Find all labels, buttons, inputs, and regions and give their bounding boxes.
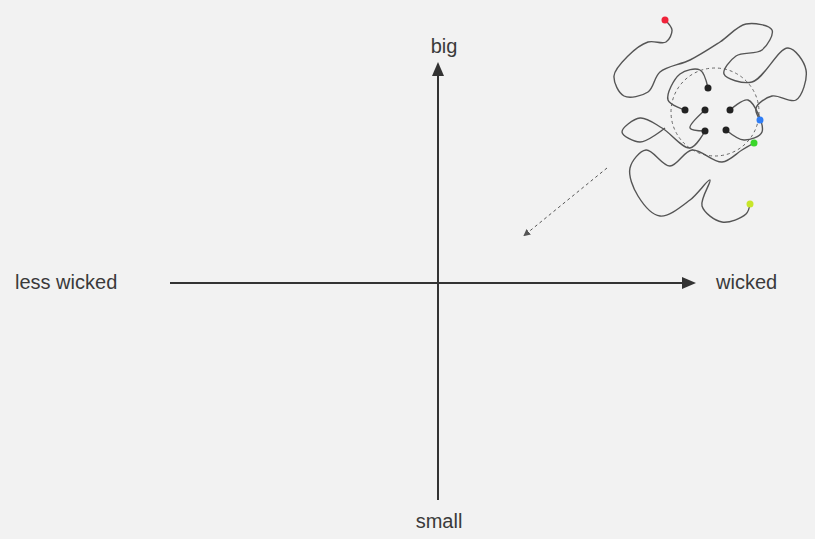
core-dot	[682, 107, 689, 114]
core-dot	[727, 107, 734, 114]
axis-label: less wicked	[15, 270, 117, 294]
tangle-strand	[668, 69, 708, 110]
core-dot	[702, 107, 709, 114]
end-dot	[757, 117, 764, 124]
end-dot	[751, 140, 758, 147]
axis-label: small	[416, 509, 463, 533]
tangle-strand	[622, 118, 705, 148]
core-circle	[671, 68, 759, 156]
core-dot	[705, 85, 712, 92]
tangle-strand	[614, 20, 806, 120]
tangle-strand	[630, 143, 754, 222]
core-dot	[723, 127, 730, 134]
axis-label: big	[431, 34, 458, 58]
tangle-strand	[690, 110, 705, 131]
core-dots	[682, 85, 734, 135]
end-dot	[662, 17, 669, 24]
end-dot	[747, 201, 754, 208]
axis-arrowhead	[682, 277, 696, 289]
axis-label: wicked	[716, 270, 777, 294]
direction-arrow	[526, 168, 607, 234]
core-dot	[702, 128, 709, 135]
tangle-illustration	[614, 20, 806, 222]
horizontal-axis	[170, 282, 686, 284]
axis-arrowhead	[432, 62, 444, 76]
vertical-axis	[437, 72, 439, 500]
